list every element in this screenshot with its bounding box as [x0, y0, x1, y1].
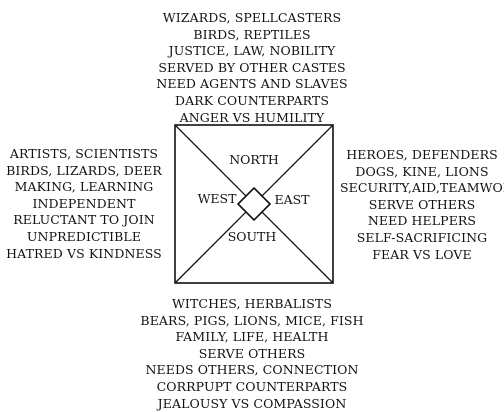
south-line: NEEDS OTHERS, CONNECTION	[145, 362, 359, 378]
south-description: WITCHES, HERBALISTS BEARS, PIGS, LIONS, …	[102, 296, 402, 412]
north-line: BIRDS, REPTILES	[193, 26, 311, 42]
north-line: SERVED BY OTHER CASTES	[158, 59, 346, 75]
north-line: NEED AGENTS AND SLAVES	[156, 76, 348, 92]
south-line: FAMILY, LIFE, HEALTH	[175, 329, 329, 345]
west-line: MAKING, LEARNING	[14, 179, 154, 195]
compass-square	[174, 124, 334, 284]
west-line: ARTISTS, SCIENTISTS	[9, 146, 159, 161]
north-line: ANGER VS HUMILITY	[179, 109, 325, 125]
east-line: FEAR VS LOVE	[372, 246, 472, 262]
north-label: NORTH	[229, 152, 279, 167]
west-line: HATRED VS KINDNESS	[6, 245, 162, 261]
south-line: CORRPUPT COUNTERPARTS	[156, 378, 348, 394]
south-line: WITCHES, HERBALISTS	[171, 296, 333, 311]
east-line: SERVE OTHERS	[368, 196, 476, 212]
north-description: WIZARDS, SPELLCASTERS BIRDS, REPTILES JU…	[102, 10, 402, 126]
north-line: JUSTICE, LAW, NOBILITY	[168, 43, 336, 59]
east-line: HEROES, DEFENDERS	[346, 147, 498, 162]
north-line: DARK COUNTERPARTS	[174, 92, 329, 108]
east-line: SECURITY,AID,TEAMWORK	[340, 180, 504, 196]
west-label: WEST	[198, 191, 238, 206]
south-line: BEARS, PIGS, LIONS, MICE, FISH	[140, 312, 364, 328]
west-description: ARTISTS, SCIENTISTS BIRDS, LIZARDS, DEER…	[0, 146, 168, 262]
east-label: EAST	[274, 192, 310, 207]
west-line: INDEPENDENT	[32, 195, 136, 211]
south-label: SOUTH	[228, 229, 277, 244]
south-line: JEALOUSY VS COMPASSION	[157, 395, 347, 411]
east-line: SELF-SACRIFICING	[356, 229, 488, 245]
east-description: HEROES, DEFENDERS DOGS, KINE, LIONS SECU…	[340, 147, 504, 263]
east-line: DOGS, KINE, LIONS	[355, 163, 489, 179]
south-line: SERVE OTHERS	[198, 345, 306, 361]
west-line: UNPREDICTIBLE	[26, 228, 142, 244]
east-line: NEED HELPERS	[367, 213, 477, 229]
center-diamond	[236, 186, 272, 222]
compass-diagram: NORTH WEST EAST SOUTH	[174, 124, 334, 284]
west-line: RELUCTANT TO JOIN	[13, 212, 155, 228]
north-line: WIZARDS, SPELLCASTERS	[162, 10, 342, 25]
west-line: BIRDS, LIZARDS, DEER	[6, 162, 162, 178]
